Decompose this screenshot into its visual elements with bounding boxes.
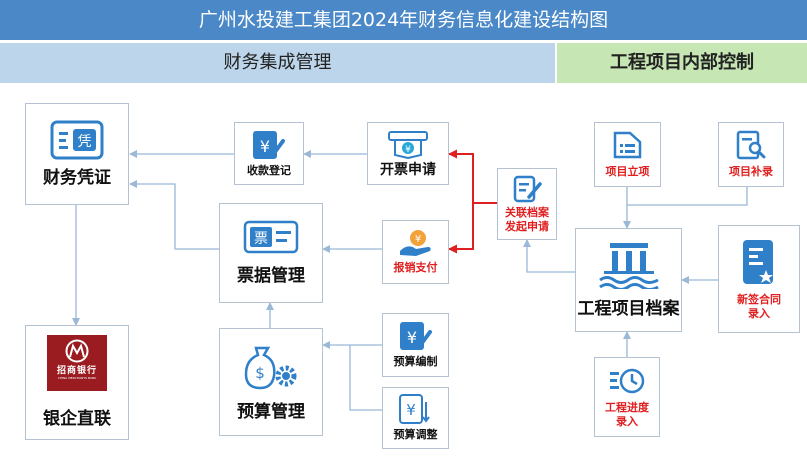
node-new-contract-label-1: 新签合同 [737,293,781,307]
svg-text:¥: ¥ [406,328,416,347]
node-new-contract-label-2: 录入 [748,306,770,320]
node-invoice-request[interactable]: ¥ 开票申请 [367,122,449,185]
node-bank-direct-label: 银企直联 [43,409,111,429]
invoice-printer-icon: ¥ [388,130,428,159]
node-budget-adjust-label: 预算调整 [393,428,438,442]
node-progress-label-2: 录入 [616,414,638,428]
folder-list-icon [613,132,641,159]
node-invoice-request-label: 开票申请 [380,161,436,178]
connector-archive-to-link [523,239,575,273]
node-budget-management-label: 预算管理 [237,401,305,422]
node-reimbursement-label: 报销支付 [393,261,438,275]
connector-supplement-to-archive [627,187,748,206]
yuan-edit-icon: ¥ [253,130,285,159]
node-archive-link-label-2: 发起申请 [505,219,549,233]
node-bill-management[interactable]: 票 票据管理 [219,203,323,303]
node-budget-prep-label: 预算编制 [393,355,438,369]
svg-text:¥: ¥ [260,137,270,156]
connector-budgetadjust-to-budget [349,345,382,411]
node-budget-prep[interactable]: ¥ 预算编制 [382,313,449,377]
svg-text:¥: ¥ [405,145,411,155]
node-archive-link-request[interactable]: 关联档案 发起申请 [497,168,557,240]
section-financial-integration: 财务集成管理 [0,43,555,83]
node-bank-direct[interactable]: 招商银行 CHINA MERCHANTS BANK 银企直联 [25,325,129,440]
node-collection-register-label: 收款登记 [247,163,291,177]
node-project-supplement[interactable]: 项目补录 [718,122,784,187]
node-collection-register[interactable]: ¥ 收款登记 [234,122,304,185]
contract-star-icon [743,240,773,285]
document-search-icon [736,131,766,160]
node-project-archive[interactable]: 工程项目档案 [575,228,682,332]
node-progress-label-1: 工程进度 [605,401,649,415]
node-budget-management[interactable]: $ 预算管理 [219,328,323,436]
node-archive-link-label-1: 关联档案 [505,206,549,220]
svg-text:$: $ [255,364,265,382]
connector-red-link-to-invoice [448,149,497,204]
bank-logo: 招商银行 CHINA MERCHANTS BANK [47,335,107,391]
voucher-icon: 凭 [50,120,104,160]
node-finance-voucher[interactable]: 凭 财务凭证 [25,103,129,205]
node-project-supplement-label: 项目补录 [729,165,773,179]
hand-coin-icon: ¥ [399,230,431,257]
node-project-setup[interactable]: 项目立项 [594,122,661,187]
node-finance-voucher-label: 财务凭证 [43,167,111,188]
diagram-title: 广州水投建工集团2024年财务信息化建设结构图 [0,0,807,40]
document-edit-icon [513,176,542,203]
node-progress-entry[interactable]: 工程进度 录入 [594,357,660,437]
node-budget-adjust[interactable]: ¥ 预算调整 [382,387,449,449]
svg-text:票: 票 [254,231,268,247]
dam-water-icon [598,242,659,289]
bank-logo-cn: 招商银行 [56,366,97,376]
svg-text:凭: 凭 [78,134,92,150]
node-bill-management-label: 票据管理 [237,265,305,286]
connector-red-link-to-reimburse [448,203,474,254]
node-project-archive-label: 工程项目档案 [577,298,680,319]
connector-bill-to-voucher [129,180,219,250]
bank-logo-en: CHINA MERCHANTS BANK [57,375,97,380]
svg-text:¥: ¥ [406,401,416,419]
node-project-setup-label: 项目立项 [605,165,650,179]
bill-icon: 票 [243,220,299,254]
yuan-edit-icon: ¥ [399,322,432,351]
yuan-adjust-icon: ¥ [398,394,430,425]
node-reimbursement[interactable]: ¥ 报销支付 [382,220,449,284]
bank-emblem-icon [65,339,89,363]
svg-text:¥: ¥ [414,234,420,245]
section-project-control: 工程项目内部控制 [557,43,807,83]
node-new-contract[interactable]: 新签合同 录入 [718,225,800,333]
money-gear-icon: $ [244,346,297,390]
clock-list-icon [610,369,645,394]
